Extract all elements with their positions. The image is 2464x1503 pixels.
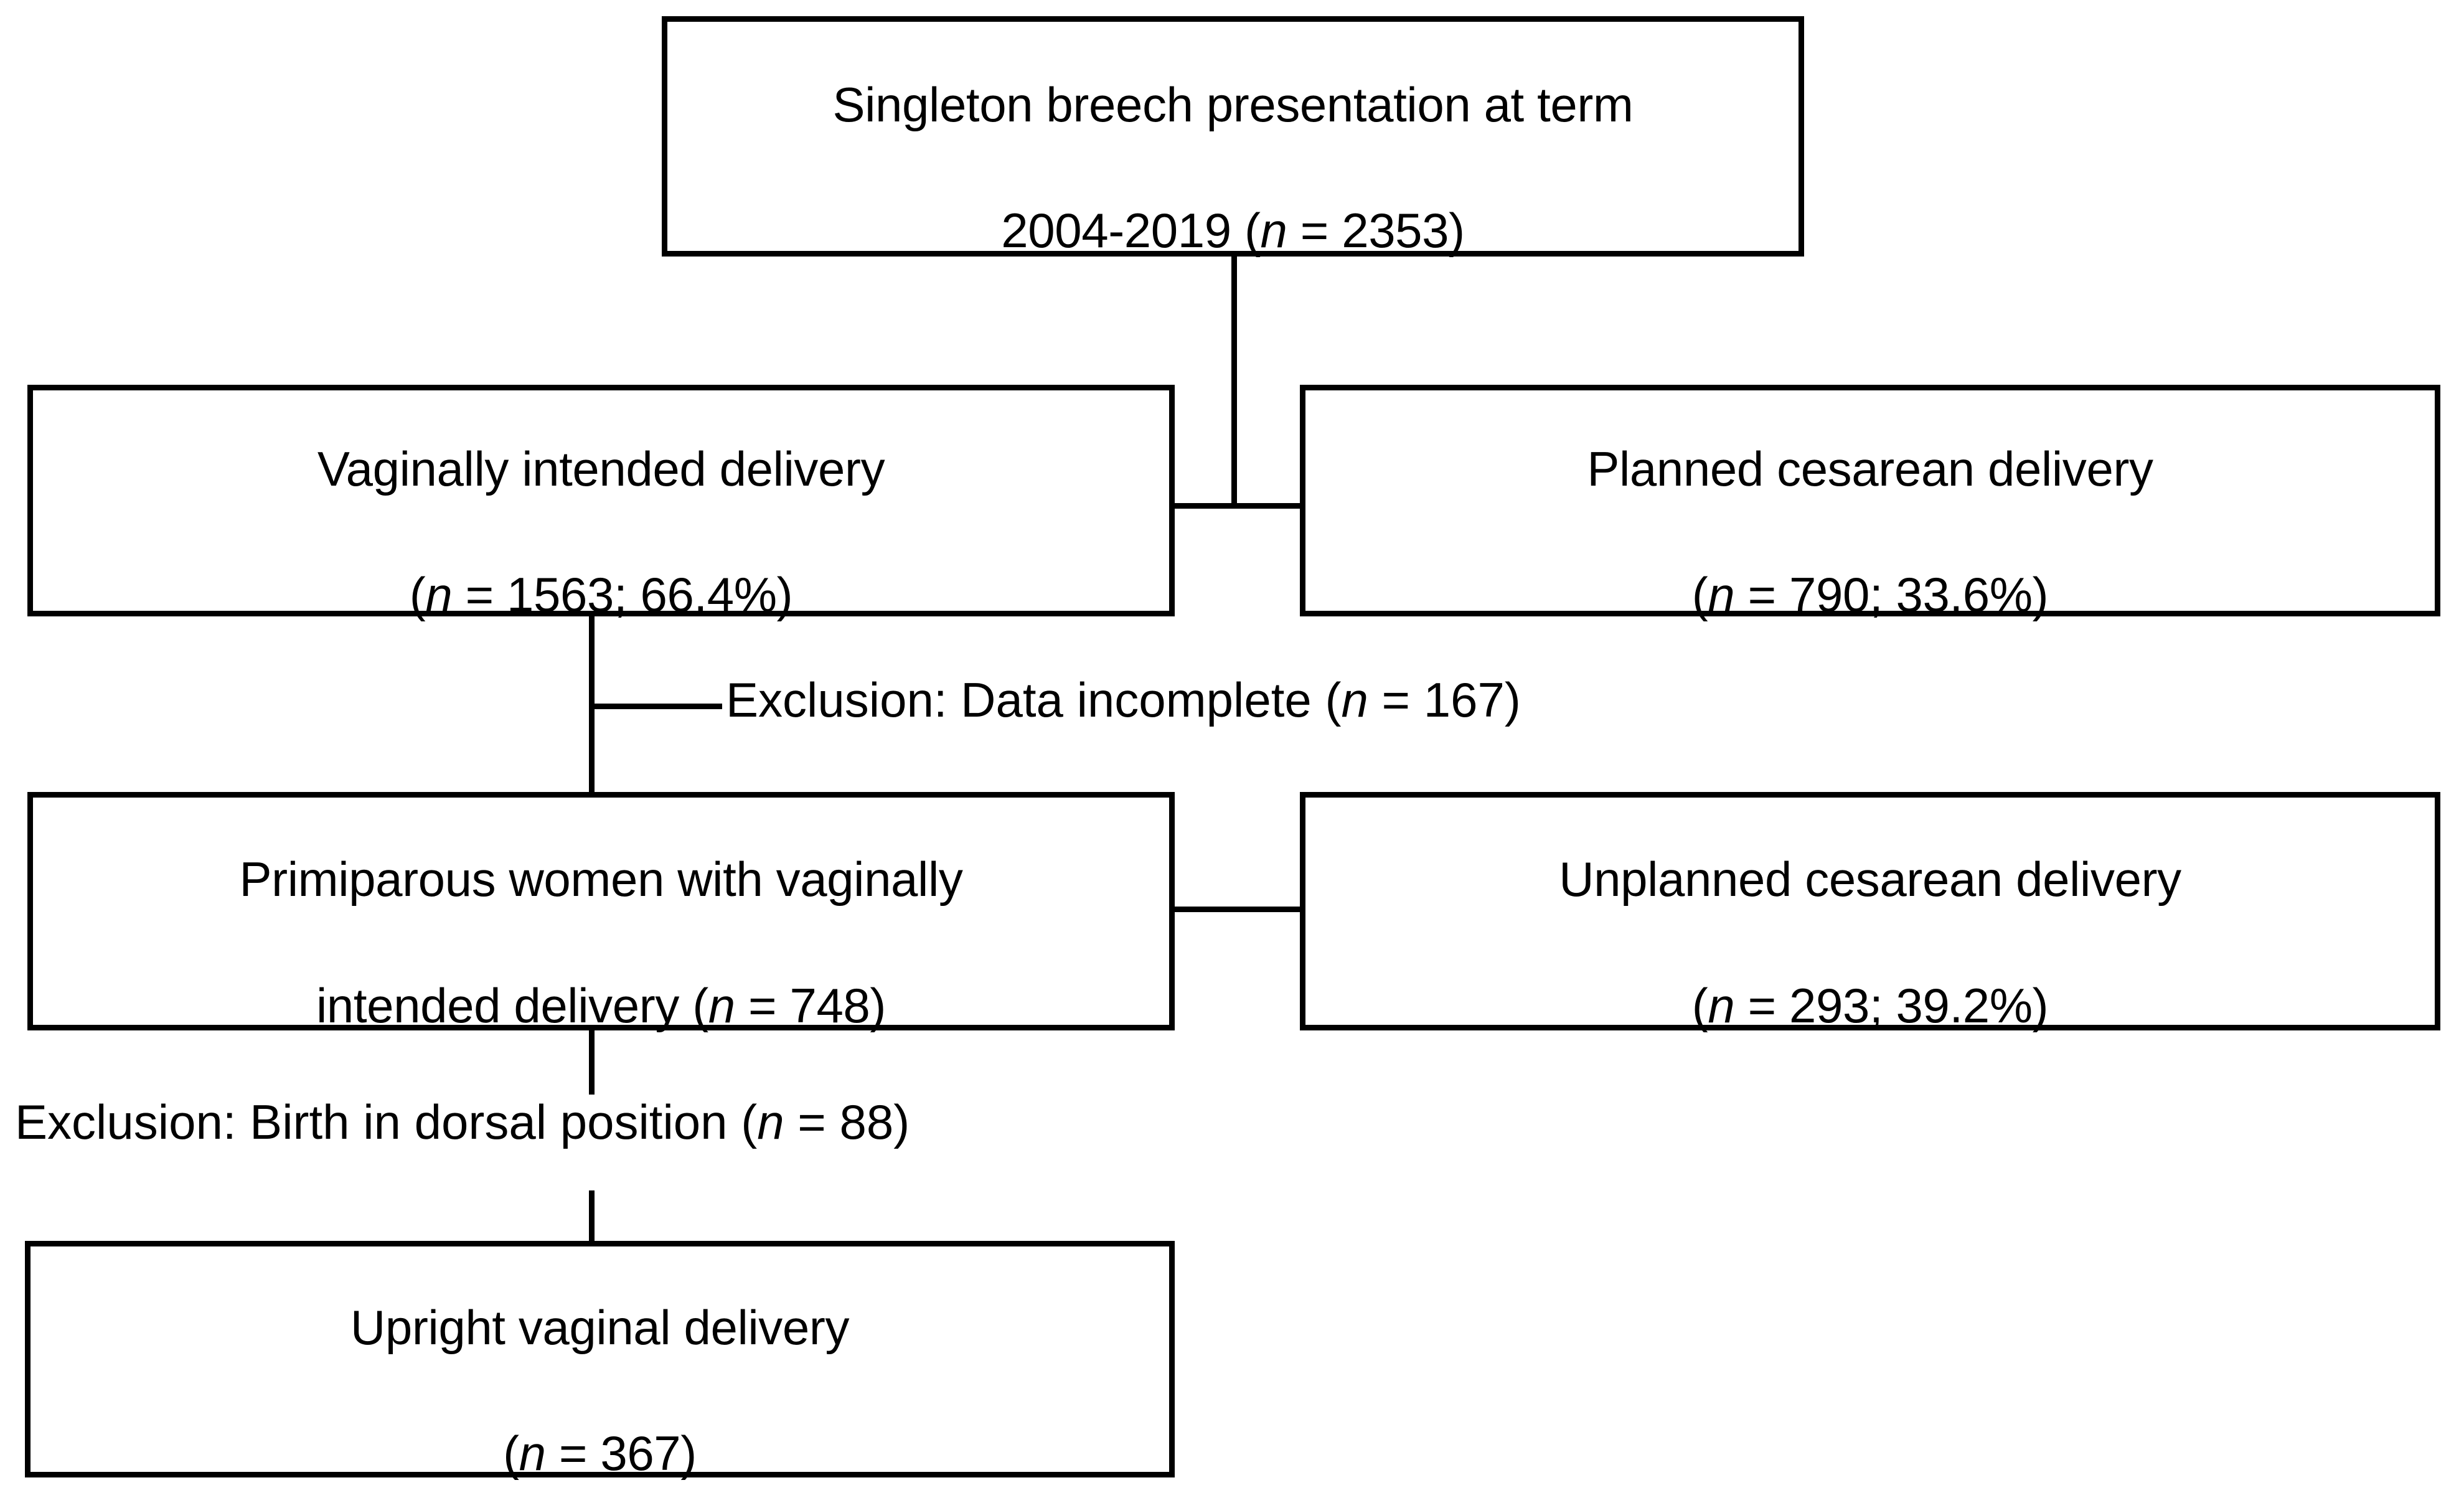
exclusion-birth-dorsal-prefix: Exclusion: Birth in dorsal position (	[15, 1095, 758, 1149]
node-upright-vaginal-label: Upright vaginal delivery (n = 367)	[339, 1233, 860, 1486]
node-primiparous-women[interactable]: Primiparous women with vaginally intende…	[27, 792, 1175, 1033]
node-cohort-n-symbol: n	[1260, 203, 1287, 258]
node-planned-cesarean-n-symbol: n	[1708, 567, 1735, 623]
node-upright-vaginal-line1: Upright vaginal delivery	[350, 1299, 850, 1355]
node-vaginally-intended-delivery[interactable]: Vaginally intended delivery (n = 1563; 6…	[27, 385, 1175, 622]
node-primiparous-line1: Primiparous women with vaginally	[239, 852, 963, 907]
node-cohort-line1: Singleton breech presentation at term	[832, 77, 1634, 132]
exclusion-birth-dorsal-n-symbol: n	[757, 1095, 784, 1149]
node-planned-cesarean-label: Planned cesarean delivery (n = 790; 33.6…	[1576, 374, 2164, 627]
node-cohort[interactable]: Singleton breech presentation at term 20…	[662, 16, 1804, 258]
exclusion-data-incomplete-suffix: = 167)	[1368, 672, 1521, 727]
node-primiparous-n-symbol: n	[708, 978, 735, 1033]
node-primiparous-label: Primiparous women with vaginally intende…	[228, 785, 974, 1038]
node-primiparous-line2-prefix: intended delivery (	[316, 978, 708, 1033]
node-upright-vaginal-n-symbol: n	[519, 1426, 546, 1481]
connector-exclusion-data-incomplete-stub	[589, 704, 727, 709]
node-upright-vaginal-delivery[interactable]: Upright vaginal delivery (n = 367)	[25, 1241, 1175, 1481]
node-upright-vaginal-line2-prefix: (	[503, 1426, 519, 1481]
node-planned-cesarean-line2-prefix: (	[1691, 567, 1708, 623]
node-upright-vaginal-line2-suffix: = 367)	[545, 1426, 697, 1481]
connector-primiparous-to-upright-lower	[589, 1190, 595, 1244]
connector-primiparous-to-upright-upper	[589, 1027, 595, 1095]
exclusion-birth-dorsal-suffix: = 88)	[784, 1095, 910, 1149]
node-planned-cesarean-line1: Planned cesarean delivery	[1587, 441, 2153, 496]
connector-row2-horizontal-left	[1169, 503, 1234, 509]
exclusion-birth-dorsal-position: Exclusion: Birth in dorsal position (n =…	[11, 1095, 914, 1149]
node-unplanned-cesarean-line2-prefix: (	[1691, 978, 1708, 1033]
node-vaginally-intended-n-symbol: n	[425, 567, 453, 623]
connector-cohort-vertical	[1231, 254, 1237, 506]
node-cohort-line2-suffix: = 2353)	[1287, 203, 1465, 258]
node-unplanned-cesarean-n-symbol: n	[1708, 978, 1735, 1033]
node-vaginally-intended-line2-prefix: (	[409, 567, 426, 623]
node-unplanned-cesarean-label: Unplanned cesarean delivery (n = 293; 39…	[1548, 785, 2193, 1038]
exclusion-data-incomplete: Exclusion: Data incomplete (n = 167)	[722, 672, 1525, 727]
connector-row2-horizontal-right	[1231, 503, 1302, 509]
node-vaginally-intended-line2-suffix: = 1563; 66.4%)	[452, 567, 793, 623]
node-unplanned-cesarean-line1: Unplanned cesarean delivery	[1559, 852, 2181, 907]
node-cohort-label: Singleton breech presentation at term 20…	[822, 10, 1645, 263]
node-vaginally-intended-label: Vaginally intended delivery (n = 1563; 6…	[306, 374, 896, 627]
node-planned-cesarean-line2-suffix: = 790; 33.6%)	[1734, 567, 2049, 623]
node-primiparous-line2-suffix: = 748)	[735, 978, 886, 1033]
node-unplanned-cesarean-delivery[interactable]: Unplanned cesarean delivery (n = 293; 39…	[1300, 792, 2440, 1033]
node-vaginally-intended-line1: Vaginally intended delivery	[317, 441, 885, 496]
node-planned-cesarean-delivery[interactable]: Planned cesarean delivery (n = 790; 33.6…	[1300, 385, 2440, 622]
exclusion-data-incomplete-prefix: Exclusion: Data incomplete (	[726, 672, 1342, 727]
exclusion-data-incomplete-n-symbol: n	[1341, 672, 1368, 727]
connector-row3-horizontal	[1169, 907, 1302, 912]
node-unplanned-cesarean-line2-suffix: = 293; 39.2%)	[1734, 978, 2049, 1033]
node-cohort-line2-prefix: 2004-2019 (	[1001, 203, 1261, 258]
